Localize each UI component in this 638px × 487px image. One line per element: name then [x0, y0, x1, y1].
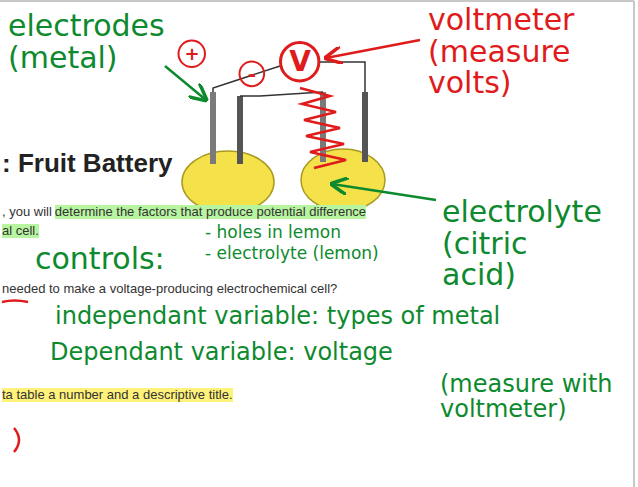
node-text: V: [289, 48, 311, 76]
minus-terminal-mark: -: [238, 60, 266, 88]
page-edge: [633, 1, 635, 487]
worksheet-text: , you will: [2, 205, 52, 219]
worksheet-text: needed to make a voltage-producing elect…: [2, 282, 337, 296]
wire: [320, 62, 365, 92]
plus-terminal-mark: +: [177, 39, 206, 68]
node-text: +: [184, 45, 199, 63]
circle-outline: [281, 43, 319, 81]
handwritten-note: electrolyte (citric acid): [442, 196, 602, 291]
worksheet-text: determine the factors that produce poten…: [55, 205, 366, 219]
worksheet-text: al cell.: [2, 224, 39, 238]
handwritten-note: controls:: [35, 243, 165, 275]
electrode: [362, 92, 368, 162]
handwritten-note: (measure with voltmeter): [440, 372, 630, 422]
leader-arrow: [165, 66, 206, 100]
circle-outline: [240, 62, 265, 87]
lemon: [182, 151, 274, 213]
electrode: [237, 96, 243, 164]
wire: [240, 92, 323, 96]
handwritten-note: voltmeter (measure volts): [428, 4, 603, 99]
handwritten-note: - holes in lemon: [205, 224, 341, 242]
worksheet-text: ta table a number and a descriptive titl…: [2, 388, 233, 402]
handwritten-note: Dependant variable: voltage: [50, 340, 393, 365]
underline-mark: [2, 301, 28, 303]
pen-mark: [14, 428, 19, 452]
handwritten-note: electrodes (metal): [8, 10, 173, 73]
circle-outline: [179, 41, 205, 67]
leader-arrow: [326, 40, 420, 58]
electrode: [320, 92, 326, 162]
scribble: [300, 88, 346, 168]
node-text: -: [248, 64, 256, 84]
handwritten-note: - electrolyte (lemon): [205, 245, 379, 263]
leader-arrow: [332, 184, 436, 200]
wire: [213, 66, 280, 92]
voltmeter-symbol: V: [279, 41, 320, 82]
page-edge: [0, 0, 634, 2]
worksheet-heading: : Fruit Battery: [2, 150, 172, 177]
electrode: [210, 92, 216, 164]
handwritten-note: independant variable: types of metal: [55, 304, 500, 329]
